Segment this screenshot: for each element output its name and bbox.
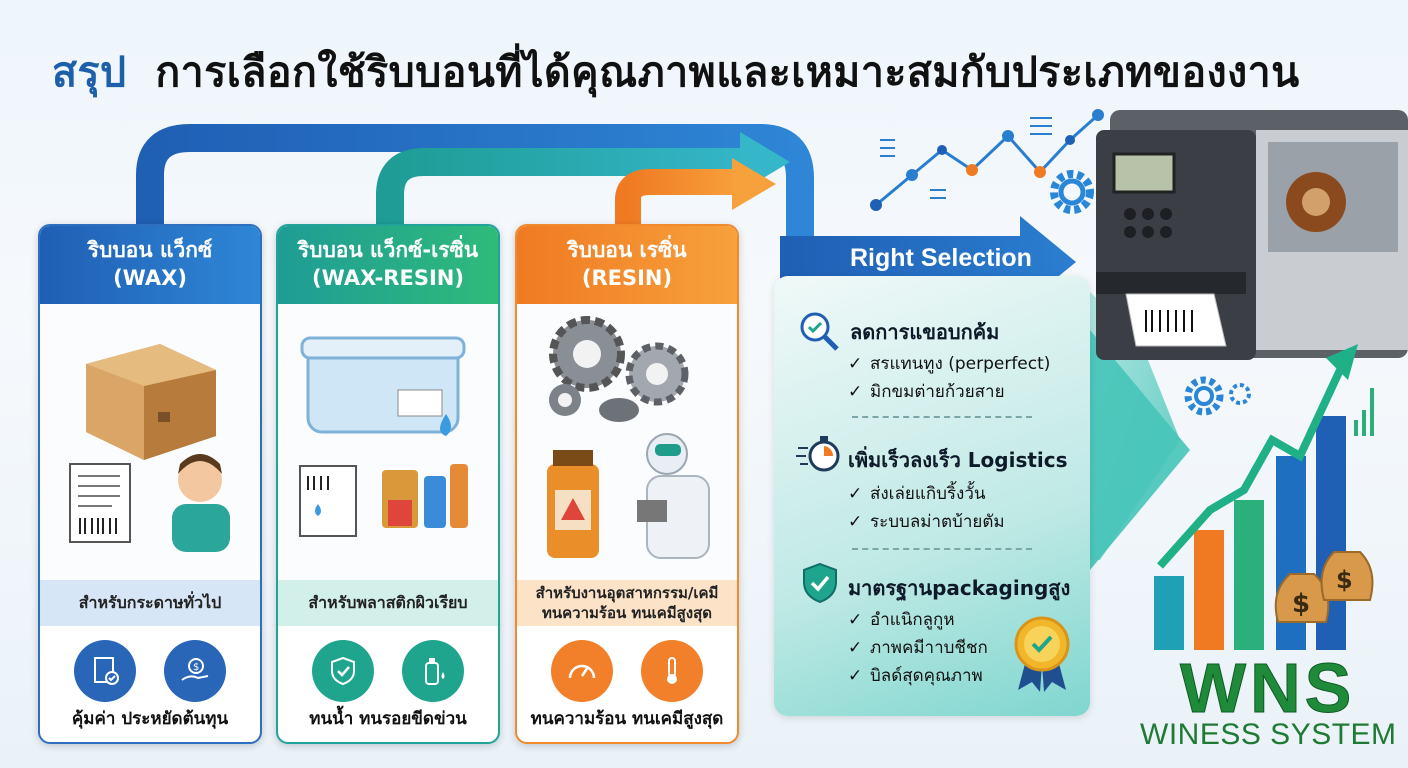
card-header: ริบบอน แว็กซ์ (WAX) (40, 226, 260, 304)
title-main: การเลือกใช้ริบบอนที่ได้คุณภาพและเหมาะสมก… (155, 48, 1300, 96)
card-illustration (278, 304, 498, 580)
arrow-wax-resin (376, 148, 750, 226)
thermometer-icon (641, 640, 703, 702)
shield-check-icon (803, 562, 837, 604)
card-wax-resin: ริบบอน แว็กซ์-เรซิ่น (WAX-RESIN) สำหรับพ… (276, 224, 500, 744)
quality-badge-icon (1014, 616, 1070, 692)
page-title: สรุป การเลือกใช้ริบบอนที่ได้คุณภาพและเหม… (52, 40, 1300, 105)
title-prefix: สรุป (52, 48, 127, 96)
magnifier-check-icon (800, 312, 839, 351)
label-printer-illustration (1096, 110, 1408, 360)
gauge-icon (551, 640, 613, 702)
stopwatch-icon (796, 436, 840, 472)
plastic-container-illustration (299, 336, 468, 537)
section-item: ✓บิลด์สุดคุณภาพ (848, 666, 983, 686)
card-footer: ทนน้ำ ทนรอยขีดข่วน (309, 709, 467, 729)
arrow-resin (615, 169, 740, 226)
card-illustration (40, 304, 260, 580)
section-divider (852, 416, 1032, 418)
card-title: ริบบอน แว็กซ์-เรซิ่น (297, 238, 479, 262)
svg-text:$: $ (1336, 566, 1353, 594)
card-header: ริบบอน เรซิ่น (RESIN) (517, 226, 737, 304)
card-illustration (517, 304, 737, 580)
box-illustration (69, 344, 230, 552)
section-title: มาตรฐานpackagingสูง (848, 576, 1071, 600)
card-wax: ริบบอน แว็กซ์ (WAX) สำหรับกระด (38, 224, 262, 744)
right-selection-label: Right Selection (850, 244, 1032, 272)
card-caption: สำหรับกระดาษทั่วไป (40, 580, 260, 626)
section-title: เพิ่มเร็วลงเร็ว Logistics (848, 448, 1068, 472)
section-title: ลดการแขอบกค้ม (850, 320, 1000, 344)
card-resin: ริบบอน เรซิ่น (RESIN) สำหรับงานอุตสาหกรร… (515, 224, 739, 744)
section-item: ✓สรแทนทูง (perperfect) (848, 354, 1051, 374)
card-subtitle: (WAX-RESIN) (312, 266, 464, 290)
card-icons: ทนความร้อน ทนเคมีสูงสุด (517, 626, 737, 742)
document-check-icon (74, 640, 136, 702)
card-icons: ทนน้ำ ทนรอยขีดข่วน (278, 626, 498, 742)
svg-text:$: $ (1292, 589, 1310, 619)
card-caption: สำหรับงานอุตสาหกรรม/เคมี ทนความร้อน ทนเค… (517, 580, 737, 626)
shield-check-icon (312, 640, 374, 702)
card-caption-line1: สำหรับงานอุตสาหกรรม/เคมี (535, 584, 719, 602)
card-subtitle: (WAX) (113, 266, 187, 290)
section-item: ✓ภาพคมีาาบชีชก (848, 638, 988, 658)
card-subtitle: (RESIN) (581, 266, 673, 290)
growth-chart-illustration: $ $ (1154, 344, 1374, 650)
section-item: ✓ส่งเล่ยแกิบริ้งวั้น (848, 484, 986, 504)
money-hand-icon: $ (164, 640, 226, 702)
card-footer: คุ้มค่า ประหยัดต้นทุน (71, 709, 229, 729)
card-title: ริบบอน เรซิ่น (567, 238, 687, 262)
section-item: ✓อำแนิกลูกูห (848, 610, 955, 630)
section-item: ✓ระบบลม่าตบ้ายตัม (848, 512, 1005, 532)
wns-logo: WNS (1179, 649, 1356, 728)
water-bottle-icon (402, 640, 464, 702)
card-caption: สำหรับพลาสติกผิวเรียบ (278, 580, 498, 626)
card-title: ริบบอน แว็กซ์ (87, 238, 213, 262)
card-icons: $ คุ้มค่า ประหยัดต้นทุน (40, 626, 260, 742)
industrial-illustration (547, 316, 710, 559)
wns-logo-subtitle: WINESS SYSTEM (1140, 718, 1397, 751)
card-caption-line2: ทนความร้อน ทนเคมีสูงสุด (541, 604, 713, 622)
section-item: ✓มิกขมต่ายก้วยสาย (848, 382, 1005, 402)
card-footer: ทนความร้อน ทนเคมีสูงสุด (530, 709, 724, 729)
section-divider (852, 548, 1032, 550)
card-header: ริบบอน แว็กซ์-เรซิ่น (WAX-RESIN) (278, 226, 498, 304)
svg-text:$: $ (193, 662, 199, 673)
